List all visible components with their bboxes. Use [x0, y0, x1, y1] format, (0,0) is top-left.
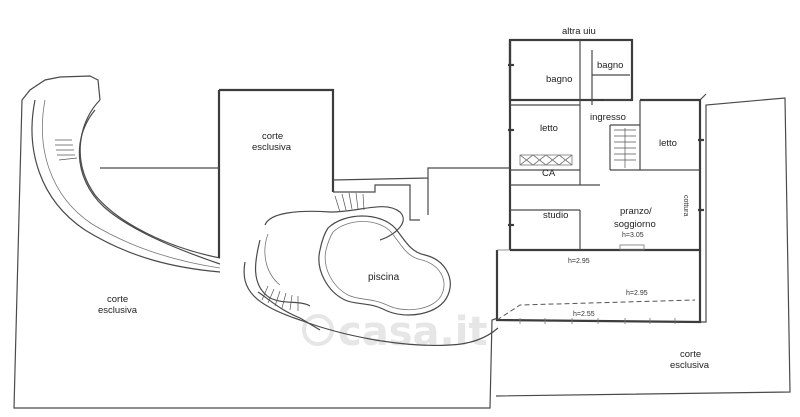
label-letto-1: letto [540, 123, 558, 134]
label-corte-right-1: corte [680, 349, 701, 360]
label-corte-right-2: esclusiva [670, 360, 710, 371]
veranda [495, 249, 702, 324]
pool-inner [324, 221, 445, 311]
pool-outline [318, 215, 451, 316]
house [508, 38, 704, 252]
label-letto-2: letto [659, 138, 677, 149]
corte-upper-block [100, 88, 510, 258]
label-height-295-a: h=2.95 [568, 258, 590, 265]
label-bagno-1: bagno [546, 74, 572, 85]
curved-walkway [31, 99, 221, 273]
label-corte-top-1: corte [262, 131, 283, 142]
label-height-295-b: h=2.95 [626, 290, 648, 297]
ca-cabinets [519, 154, 573, 166]
label-corte-left-2: esclusiva [98, 305, 138, 316]
label-height-305: h=3.05 [622, 232, 644, 239]
property-boundary [13, 75, 791, 409]
label-ingresso: ingresso [590, 112, 626, 123]
internal-stair [614, 128, 636, 168]
label-studio: studio [543, 210, 568, 221]
label-ca: CA [542, 168, 556, 179]
window-marks [508, 63, 704, 227]
label-bagno-2: bagno [597, 60, 623, 71]
watermark-text: casa.it [338, 309, 488, 355]
label-altra-uiu: altra uiu [562, 26, 596, 37]
label-cottura: cottura [682, 195, 689, 217]
label-soggiorno: soggiorno [614, 219, 656, 230]
watermark: casa.it [302, 309, 488, 355]
label-corte-top-2: esclusiva [252, 142, 292, 153]
label-corte-left-1: corte [107, 294, 128, 305]
label-height-255: h=2.55 [573, 311, 595, 318]
label-pranzo: pranzo/ [620, 206, 652, 217]
label-piscina: piscina [368, 272, 400, 283]
pool-terrace [243, 192, 499, 347]
